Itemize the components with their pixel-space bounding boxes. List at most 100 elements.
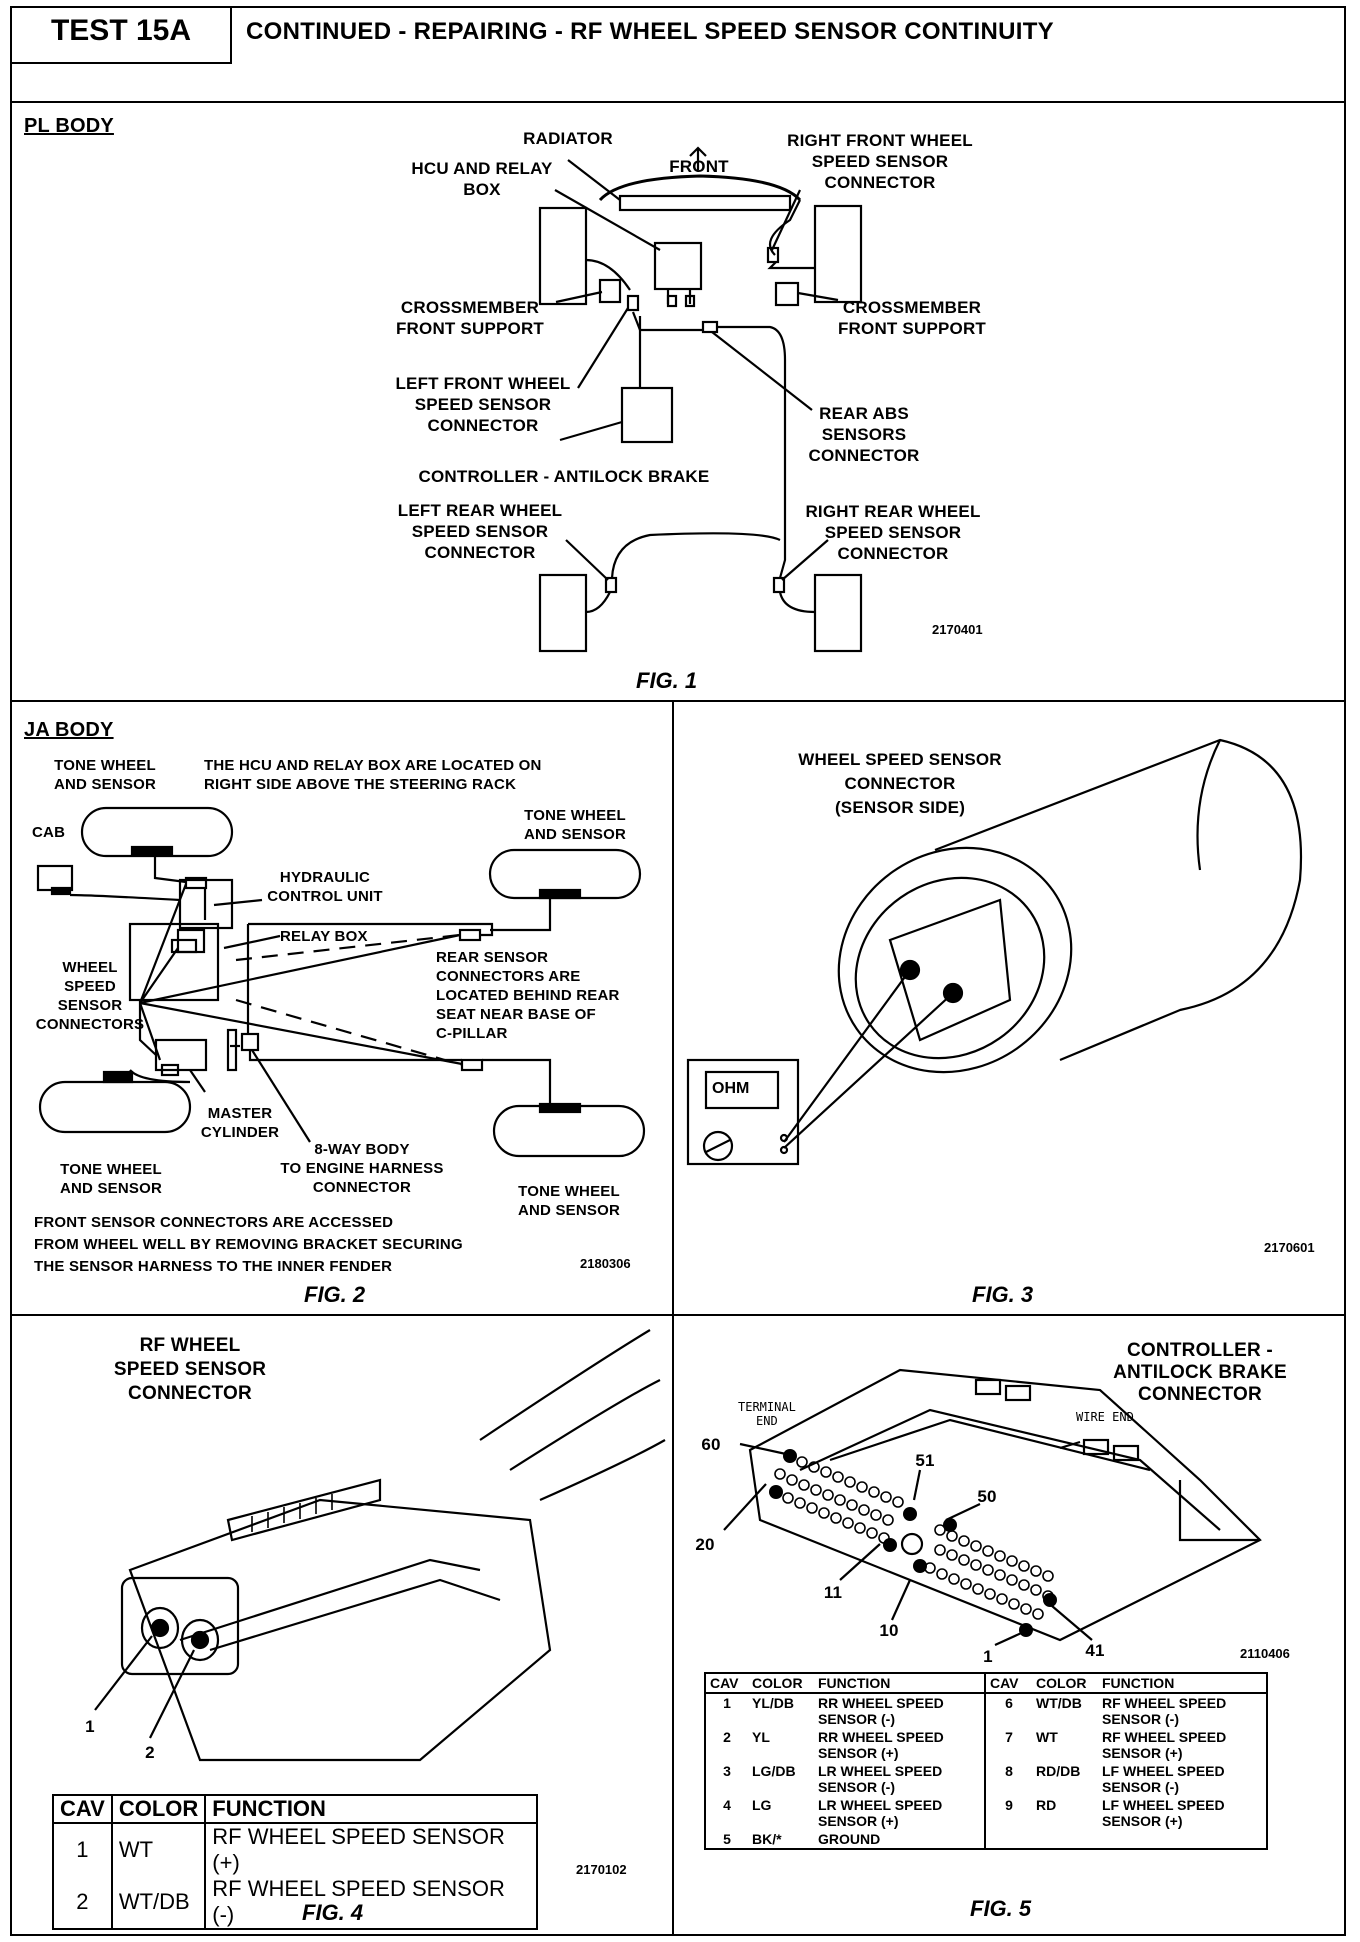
vertical-divider xyxy=(672,700,674,1936)
fig1-rear-abs-label: REAR ABS SENSORS CONNECTOR xyxy=(808,404,920,465)
fig5-wire-end-label: WIRE END xyxy=(1076,1410,1134,1424)
fig1-lr-connector-label: LEFT REAR WHEEL SPEED SENSOR CONNECTOR xyxy=(397,501,563,562)
fig1-rf-connector-label: RIGHT FRONT WHEEL SPEED SENSOR CONNECTOR xyxy=(787,131,973,192)
wheel-fr xyxy=(813,204,863,304)
fig5-controller-drawing xyxy=(723,1368,1262,1647)
fig5-code: 2110406 xyxy=(1240,1646,1290,1661)
ohmmeter-body xyxy=(686,1058,800,1166)
fig5-pin-20: 20 xyxy=(695,1535,715,1554)
fig2-cab-label: CAB xyxy=(32,824,66,841)
connector-shell-outer xyxy=(837,846,1073,1074)
fig1-controller-label: CONTROLLER - ANTILOCK BRAKE xyxy=(418,467,710,486)
fig1-rr-connector-label: RIGHT REAR WHEEL SPEED SENSOR CONNECTOR xyxy=(805,502,981,563)
fig4-col-cav: CAV xyxy=(52,1794,113,1824)
tone-wheel-bl xyxy=(38,1080,192,1134)
wheel-rl xyxy=(538,573,588,653)
fig4-col-color: COLOR xyxy=(110,1794,207,1824)
header-divider xyxy=(10,101,1346,103)
fig2-vehicle-layout xyxy=(36,806,646,1158)
header-id-box xyxy=(10,6,232,64)
fig2-rear-sensor-note: REAR SENSOR CONNECTORS ARE LOCATED BEHIN… xyxy=(436,949,620,1042)
fig1-section-title: PL BODY xyxy=(24,115,114,137)
fig2-section-title: JA BODY xyxy=(24,719,114,741)
wheel-fl xyxy=(538,206,588,306)
meter-display: OHM xyxy=(712,1080,750,1097)
fig5-title: CONTROLLER - ANTILOCK BRAKE CONNECTOR xyxy=(1113,1340,1287,1405)
tone-wheel-br xyxy=(492,1104,646,1158)
fig2-tone-tl-label: TONE WHEEL AND SENSOR xyxy=(53,757,156,793)
table-row: 5 BK/* GROUND xyxy=(705,1830,1267,1849)
fig2-tone-bl-label: TONE WHEEL AND SENSOR xyxy=(59,1161,162,1197)
cavity-1 xyxy=(140,1606,180,1650)
fig2-caption: FIG. 2 xyxy=(304,1282,366,1307)
table-row: 4 LG LR WHEEL SPEED SENSOR (+) 9 RD LF W… xyxy=(723,1796,1225,1830)
fig5-cav-table: CAV COLOR FUNCTION CAV COLOR FUNCTION 1 … xyxy=(704,1672,1268,1850)
crossmember-right xyxy=(774,281,800,307)
rear-abs-connector-shape xyxy=(701,320,719,334)
fig3-code: 2170601 xyxy=(1264,1240,1315,1255)
fig5-pin-50: 50 xyxy=(977,1487,997,1506)
page-title: CONTINUED - REPAIRING - RF WHEEL SPEED S… xyxy=(246,18,1054,45)
connector-shell-inner xyxy=(854,876,1046,1060)
fig5-pin-10: 10 xyxy=(879,1621,899,1640)
fig5-terminal-end-label: TERMINAL END xyxy=(738,1400,796,1428)
table-row: 3 LG/DB LR WHEEL SPEED SENSOR (-) 8 RD/D… xyxy=(723,1762,1225,1796)
fig2-tone-br-label: TONE WHEEL AND SENSOR xyxy=(517,1183,620,1219)
fig5-pin-60: 60 xyxy=(701,1435,721,1454)
center-key xyxy=(900,1532,924,1556)
fig1-lf-connector-label: LEFT FRONT WHEEL SPEED SENSOR CONNECTOR xyxy=(395,374,571,435)
fig4-title: RF WHEEL SPEED SENSOR CONNECTOR xyxy=(113,1335,267,1404)
fig1-vehicle-layout xyxy=(538,146,863,653)
fig1-crossmember-right-label: CROSSMEMBER FRONT SUPPORT xyxy=(837,298,987,338)
test-id: TEST 15A xyxy=(50,14,192,47)
meter-dial xyxy=(702,1130,734,1162)
lr-connector-shape xyxy=(604,576,618,594)
fig2-hcu-note: THE HCU AND RELAY BOX ARE LOCATED ON RIG… xyxy=(204,757,542,793)
fig2-wheel-speed-label: WHEEL SPEED SENSOR CONNECTORS xyxy=(35,959,145,1033)
connector-face xyxy=(120,1576,240,1676)
fig1-front-label: FRONT xyxy=(669,157,729,176)
fig1-caption: FIG. 1 xyxy=(636,668,698,693)
fig2-code: 2180306 xyxy=(580,1256,631,1271)
fig2-master-label: MASTER CYLINDER xyxy=(200,1105,280,1141)
fig1-radiator-label: RADIATOR xyxy=(523,129,613,148)
eight-way-connector xyxy=(240,1032,260,1052)
wheel-rr xyxy=(813,573,863,653)
fig1-code: 2170401 xyxy=(932,622,983,637)
fig5-caption: FIG. 5 xyxy=(970,1896,1032,1921)
page-frame xyxy=(10,6,1346,1936)
fig4-pin1-label: 1 xyxy=(85,1717,95,1736)
fig2-eight-way-label: 8-WAY BODY TO ENGINE HARNESS CONNECTOR xyxy=(280,1141,444,1196)
fig5-pin-1: 1 xyxy=(983,1647,993,1666)
fig5-pin-41: 41 xyxy=(1085,1641,1105,1660)
fig1-crossmember-left-label: CROSSMEMBER FRONT SUPPORT xyxy=(395,298,545,338)
fig2-relay-box-label: RELAY BOX xyxy=(280,928,368,945)
fig3-caption: FIG. 3 xyxy=(972,1282,1034,1307)
fig3-title: WHEEL SPEED SENSOR CONNECTOR (SENSOR SID… xyxy=(798,750,1002,817)
fig5-pin-51: 51 xyxy=(915,1451,935,1470)
fig1-bottom-divider xyxy=(10,700,1346,702)
hcu-frame xyxy=(128,922,220,1002)
fig1-hcu-label: HCU AND RELAY BOX xyxy=(411,159,553,199)
fig4-code: 2170102 xyxy=(576,1862,627,1877)
lf-connector-shape xyxy=(626,294,640,312)
table-row: 1 YL/DB RR WHEEL SPEED SENSOR (-) 6 WT/D… xyxy=(723,1693,1227,1728)
fig5-highlighted-pins xyxy=(769,1449,1057,1637)
fig2-front-note: FRONT SENSOR CONNECTORS ARE ACCESSED FRO… xyxy=(34,1214,463,1275)
fig4-connector-drawing xyxy=(94,1329,666,1762)
fig4-cav-table: CAV COLOR FUNCTION 1 WT RF WHEEL SPEED S… xyxy=(52,1794,538,1930)
controller-box xyxy=(620,386,674,444)
crossmember-left xyxy=(598,278,622,304)
fig2-tone-tr-label: TONE WHEEL AND SENSOR xyxy=(523,807,626,843)
table-row: 1 WT RF WHEEL SPEED SENSOR (+) xyxy=(52,1822,538,1876)
fig2-hydraulic-label: HYDRAULIC CONTROL UNIT xyxy=(267,869,383,905)
cab-box xyxy=(36,864,74,892)
cavity-2 xyxy=(180,1618,220,1662)
fig5-pin-11: 11 xyxy=(823,1583,843,1602)
table-row: 2 WT/DB RF WHEEL SPEED SENSOR (-) xyxy=(52,1876,538,1930)
fig4-col-function: FUNCTION xyxy=(204,1794,538,1824)
fig3-connector-drawing xyxy=(686,738,1303,1166)
fig23-bottom-divider xyxy=(10,1314,1346,1316)
radiator-shape xyxy=(618,194,792,212)
